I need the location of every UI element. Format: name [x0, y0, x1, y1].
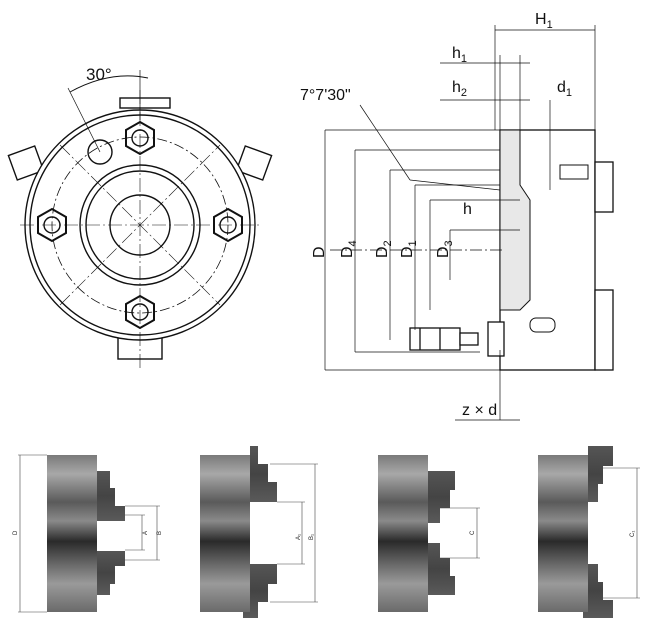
label-D1: D1 — [399, 240, 419, 258]
label-D-small: D — [13, 530, 19, 535]
label-B: B — [157, 531, 163, 535]
left-lug — [7, 145, 45, 181]
jaw-view-4: C₁ — [538, 446, 640, 618]
label-h2: h2 — [452, 79, 467, 99]
label-D: D — [311, 246, 328, 258]
label-taper-angle: 7°7'30" — [300, 87, 351, 104]
top-lug — [119, 97, 171, 109]
label-A: A — [143, 531, 149, 535]
jaw-view-1: D A B — [13, 454, 163, 613]
label-D3: D3 — [435, 240, 455, 258]
bolt-right — [213, 207, 243, 243]
bolt-left — [37, 207, 67, 243]
bolt-top — [125, 120, 155, 156]
angle-arc — [69, 75, 149, 93]
front-view — [7, 70, 273, 370]
label-d1: d1 — [557, 79, 572, 99]
jaw-view-2: A₁ B₁ — [200, 446, 318, 618]
right-lug — [235, 145, 273, 181]
label-A1: A₁ — [296, 534, 302, 540]
label-D4: D4 — [339, 240, 359, 258]
label-h: h — [463, 201, 472, 218]
label-h1: h1 — [452, 45, 467, 65]
label-B1: B₁ — [309, 534, 315, 540]
jaw-view-3: C — [378, 455, 480, 612]
label-D2: D2 — [374, 240, 394, 258]
label-C: C — [470, 530, 476, 535]
label-bolts: z × d — [462, 402, 497, 419]
label-C1: C₁ — [630, 531, 636, 537]
side-view — [324, 25, 614, 421]
bolt-bottom — [125, 294, 155, 330]
label-H1: H1 — [535, 11, 553, 31]
angle-label: 30° — [86, 65, 112, 84]
